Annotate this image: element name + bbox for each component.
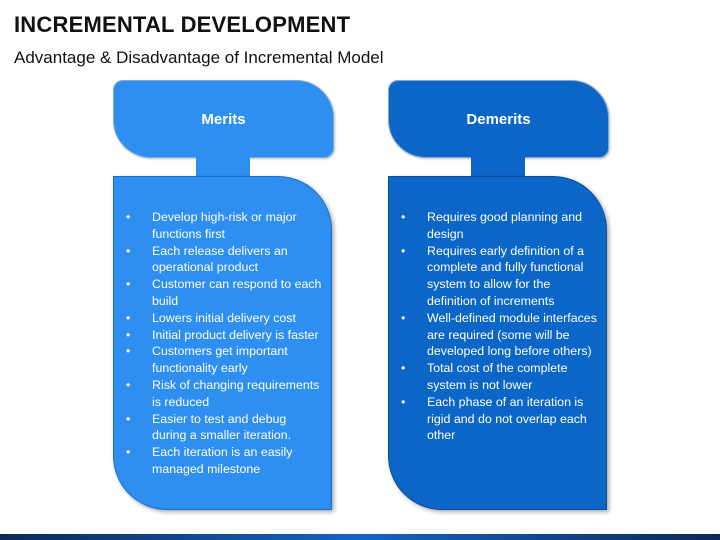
list-item: •Each iteration is an easily managed mil…	[126, 445, 293, 476]
bullet-icon: •	[126, 243, 131, 258]
merits-header: Merits	[113, 80, 334, 158]
demerits-list: •Requires good planning and design •Requ…	[399, 209, 598, 444]
page-title: INCREMENTAL DEVELOPMENT	[14, 12, 351, 37]
bullet-icon: •	[401, 310, 406, 325]
bullet-icon: •	[401, 243, 406, 258]
list-item: •Well-defined module interfaces are requ…	[401, 310, 597, 359]
bullet-icon: •	[126, 377, 131, 392]
list-item: •Easier to test and debug during a small…	[126, 411, 292, 443]
merits-list: •Develop high-risk or major functions fi…	[124, 209, 323, 478]
list-item: •Requires early definition of a complete…	[401, 243, 585, 308]
demerits-panel: •Requires good planning and design •Requ…	[388, 176, 607, 510]
bullet-icon: •	[126, 344, 131, 359]
bullet-icon: •	[126, 411, 131, 426]
merits-header-label: Merits	[201, 110, 246, 128]
bullet-icon: •	[126, 210, 131, 224]
bullet-icon: •	[401, 210, 406, 224]
bullet-icon: •	[126, 310, 131, 325]
bullet-icon: •	[401, 361, 406, 376]
list-item: •Risk of changing requirements is reduce…	[126, 377, 320, 409]
demerits-header: Demerits	[388, 80, 609, 158]
bullet-icon: •	[126, 445, 131, 460]
bullet-icon: •	[126, 277, 131, 292]
bullet-icon: •	[401, 394, 406, 409]
demerits-header-label: Demerits	[466, 110, 531, 128]
list-item: •Requires good planning and design	[401, 210, 583, 241]
list-item: •Initial product delivery is faster	[126, 327, 319, 342]
list-item: •Each phase of an iteration is rigid and…	[401, 394, 587, 443]
merits-panel: •Develop high-risk or major functions fi…	[113, 176, 332, 510]
list-item: •Total cost of the complete system is no…	[401, 361, 568, 392]
list-item: •Customer can respond to each build	[126, 277, 322, 308]
merits-connector	[196, 156, 250, 178]
bullet-icon: •	[126, 327, 131, 342]
list-item: •Lowers initial delivery cost	[126, 310, 296, 325]
bottom-accent-strip	[0, 534, 720, 540]
list-item: •Develop high-risk or major functions fi…	[126, 210, 297, 241]
list-item: •Each release delivers an operational pr…	[126, 243, 288, 275]
demerits-connector	[471, 156, 525, 178]
page-subtitle: Advantage & Disadvantage of Incremental …	[14, 48, 384, 67]
list-item: •Customers get important functionality e…	[126, 344, 288, 376]
